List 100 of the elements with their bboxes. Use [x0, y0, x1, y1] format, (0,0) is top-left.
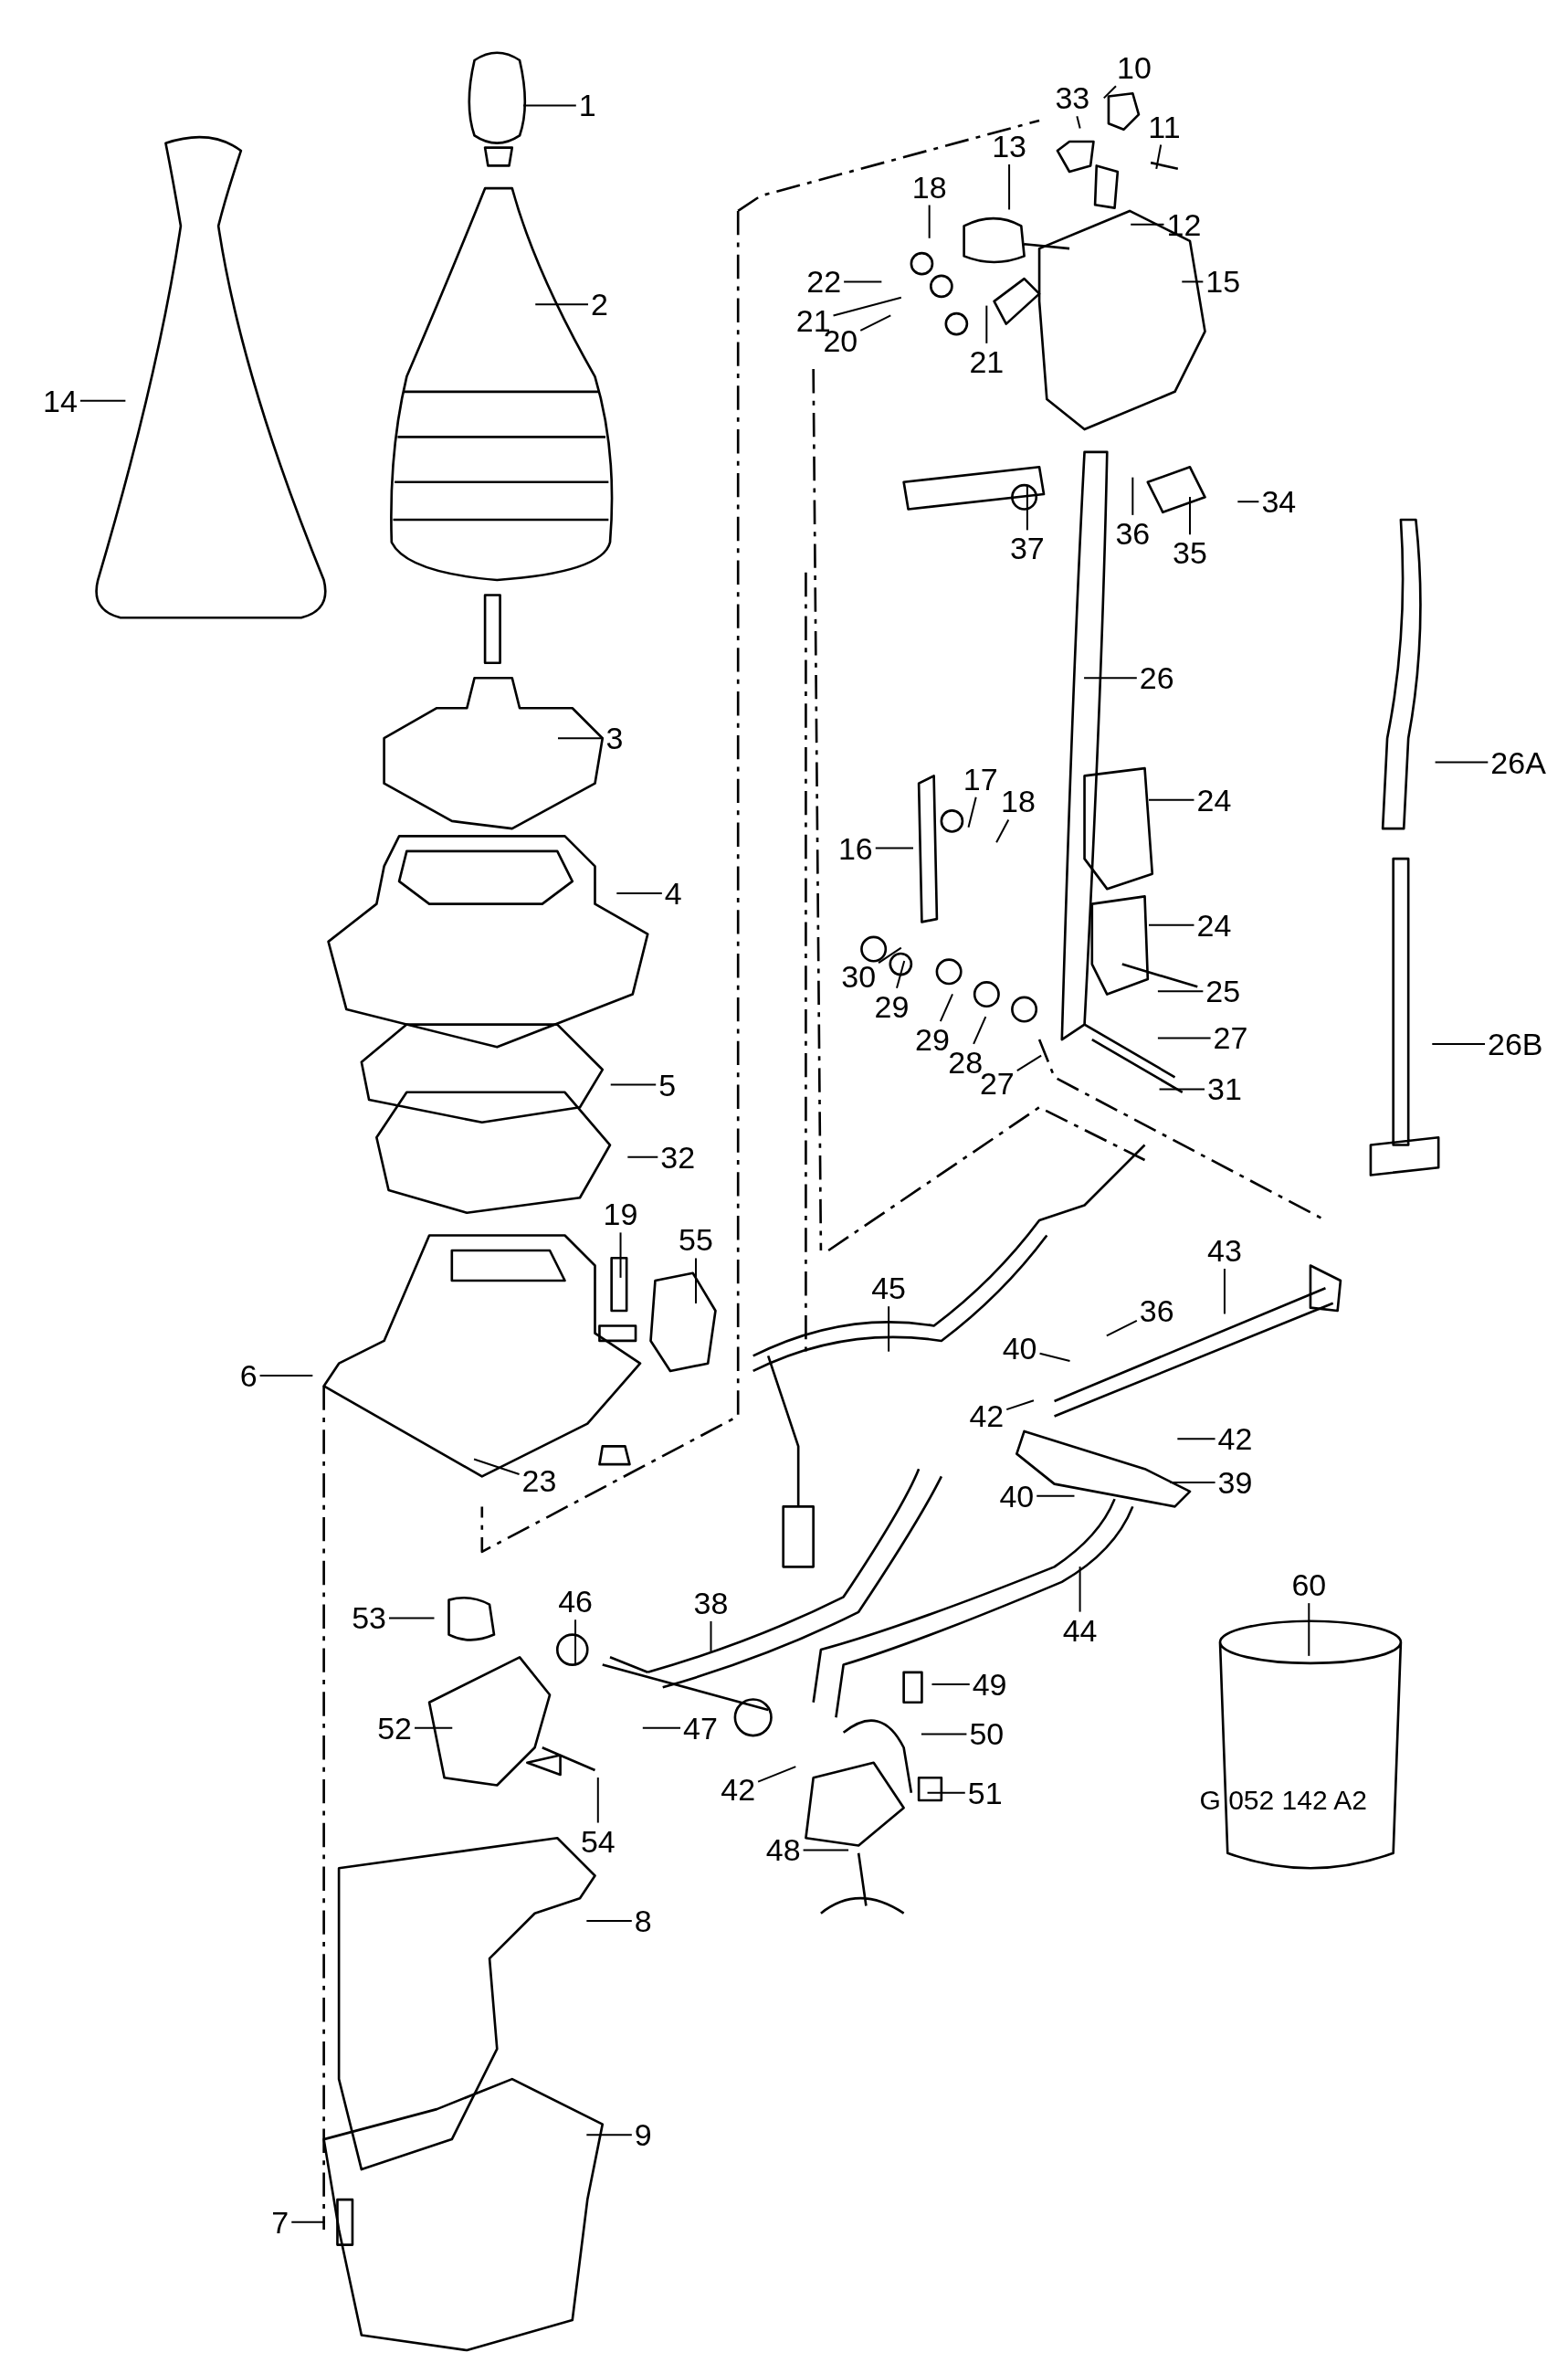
leader-line — [522, 104, 577, 107]
leader-line — [1158, 1088, 1205, 1091]
callout-number: 1 — [578, 90, 596, 121]
leader-line — [1237, 501, 1260, 503]
callout-number: 21 — [969, 345, 1005, 377]
leader-line — [843, 280, 883, 283]
callout-number: 3 — [605, 723, 624, 754]
callout-number: 23 — [521, 1465, 557, 1497]
leader-line — [967, 796, 977, 828]
callout-number: 33 — [1055, 82, 1090, 114]
leader-line — [1148, 923, 1195, 926]
callout-number: 29 — [874, 990, 910, 1022]
leader-line — [1189, 496, 1191, 536]
callout-number: 55 — [679, 1224, 713, 1256]
callout-number: 40 — [1002, 1333, 1037, 1365]
leader-line — [79, 399, 127, 402]
callout-number: 27 — [1213, 1022, 1248, 1054]
callout-number: 18 — [911, 171, 947, 203]
callout-number: 25 — [1205, 976, 1241, 1007]
callout-number: 22 — [806, 266, 842, 298]
leader-line — [585, 1919, 633, 1922]
callout-number: 6 — [239, 1359, 258, 1391]
callout-number: 29 — [915, 1024, 950, 1056]
leader-line — [473, 1458, 521, 1475]
callout-number: 18 — [1001, 786, 1036, 818]
leader-line — [896, 960, 906, 989]
callout-number: 24 — [1196, 784, 1232, 816]
callout-number: 4 — [664, 878, 682, 910]
leader-line — [609, 1083, 658, 1086]
callout-number: 54 — [580, 1825, 616, 1857]
leader-line — [995, 818, 1010, 844]
callout-number: 51 — [967, 1777, 1003, 1809]
leader-line — [1131, 476, 1134, 516]
leader-line — [641, 1726, 682, 1729]
leader-line — [1434, 761, 1489, 764]
callout-number: 7 — [271, 2206, 289, 2238]
callout-number: 42 — [969, 1400, 1005, 1432]
leader-line — [290, 2221, 326, 2223]
leader-line — [1016, 1054, 1043, 1072]
callout-number: 39 — [1217, 1467, 1253, 1498]
leader-line — [1102, 85, 1117, 100]
leader-line — [1148, 798, 1195, 801]
callout-number: 13 — [992, 131, 1026, 162]
leader-line — [388, 1617, 436, 1619]
callout-number: 40 — [999, 1480, 1035, 1512]
leader-line — [1005, 1399, 1035, 1411]
callout-number: 35 — [1173, 537, 1207, 569]
leader-line — [1308, 1602, 1310, 1657]
leader-line — [939, 993, 954, 1023]
callout-number: 9 — [634, 2119, 652, 2151]
callout-number: 37 — [1009, 533, 1045, 564]
leader-line — [616, 892, 663, 895]
callout-number: 46 — [558, 1586, 593, 1618]
leader-line — [1431, 1043, 1486, 1045]
callout-number: 26B — [1488, 1029, 1543, 1060]
leader-line — [695, 1257, 697, 1304]
leader-line — [985, 304, 988, 344]
leader-line — [1076, 115, 1081, 130]
leader-line — [1008, 164, 1011, 211]
callout-number: 16 — [837, 832, 873, 864]
leader-line — [534, 303, 589, 306]
callout-number: 43 — [1207, 1234, 1242, 1266]
leader-line — [757, 1766, 797, 1783]
callout-number: 11 — [1148, 111, 1181, 142]
callout-number: 42 — [721, 1774, 756, 1806]
leader-line — [920, 1733, 968, 1735]
leader-line — [874, 847, 914, 849]
part-number-marking: G 052 142 A2 — [1199, 1785, 1367, 1816]
callout-number: 48 — [765, 1834, 801, 1866]
callout-number: 44 — [1062, 1614, 1098, 1646]
leader-line — [626, 1155, 659, 1158]
callout-number: 15 — [1205, 266, 1241, 298]
leader-line — [258, 1374, 314, 1377]
callout-number: 47 — [683, 1712, 718, 1744]
leader-line — [1223, 1267, 1226, 1315]
leader-line — [1176, 1438, 1216, 1440]
leader-line — [1036, 1494, 1076, 1497]
leader-line — [585, 2134, 633, 2136]
leader-line — [926, 1791, 966, 1794]
callout-number: 8 — [634, 1904, 652, 1936]
callout-number: 36 — [1115, 517, 1151, 549]
leader-line — [557, 737, 605, 740]
leader-line — [1156, 1037, 1212, 1039]
callout-number: 12 — [1166, 208, 1202, 240]
leader-line — [1026, 483, 1028, 532]
callout-number: 53 — [352, 1602, 386, 1634]
callout-number: 49 — [972, 1669, 1007, 1700]
leader-line — [888, 1305, 890, 1353]
leader-line — [1130, 223, 1165, 226]
leader-line — [1169, 1482, 1216, 1483]
callout-number: 19 — [603, 1198, 638, 1230]
leader-line — [931, 1683, 971, 1685]
leader-line — [1155, 143, 1163, 170]
callout-number: 10 — [1117, 52, 1152, 84]
leader-line — [619, 1231, 622, 1279]
callout-number: 26A — [1490, 746, 1546, 778]
callout-number: 34 — [1261, 486, 1297, 518]
leader-line — [1156, 990, 1205, 993]
leader-line — [802, 1849, 850, 1851]
callout-number: 42 — [1217, 1423, 1253, 1455]
